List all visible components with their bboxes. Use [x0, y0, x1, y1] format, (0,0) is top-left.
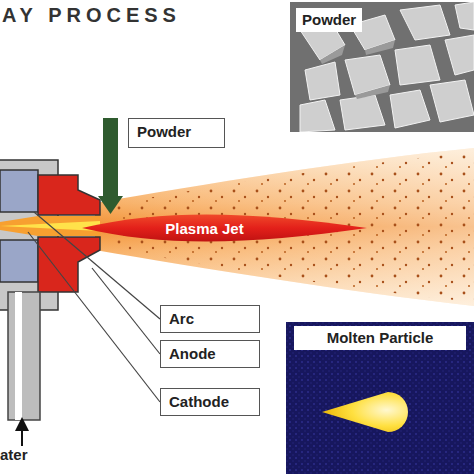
powder-grain	[445, 35, 474, 75]
leader-line	[92, 268, 160, 354]
flow-label: ater	[0, 446, 28, 463]
grain-shadows	[320, 40, 395, 99]
part-name: Anode	[169, 345, 251, 363]
image-inset: Powder	[290, 2, 474, 132]
image-inset: Molten Particle	[286, 322, 474, 474]
jet-label: Plasma Jet	[165, 220, 283, 237]
part-label: Anode	[160, 340, 260, 368]
jet-shape	[82, 214, 367, 241]
insulator-block	[0, 240, 38, 282]
title: AY PROCESS	[2, 4, 181, 27]
part-name: Cathode	[169, 393, 251, 411]
molten-droplet	[322, 392, 408, 432]
part-label: Cathode	[160, 388, 260, 416]
powder-grain	[455, 2, 474, 30]
part-name: Arc	[169, 310, 251, 328]
grain-shadow	[355, 85, 390, 99]
water-arrow	[21, 424, 23, 446]
micrograph-background	[290, 2, 474, 132]
injector-arrowhead	[98, 196, 123, 214]
powder-grain	[305, 62, 340, 100]
powder-grain	[400, 5, 450, 40]
grain-shadow	[365, 40, 395, 55]
inset-caption: Molten Particle	[294, 326, 466, 350]
inset-caption: Powder	[296, 8, 362, 32]
grain-shadow	[320, 45, 345, 64]
powder-grain	[300, 100, 335, 132]
anode-lower	[38, 237, 100, 292]
insulator-block	[0, 170, 38, 212]
powder-injector	[103, 118, 118, 198]
leader-line	[28, 232, 160, 402]
part-name: Powder	[137, 123, 216, 141]
powder-micrograph	[290, 2, 474, 132]
pipe-stripe	[15, 292, 22, 420]
plasma-jet: Plasma Jet	[82, 206, 367, 250]
powder-grain	[390, 90, 430, 128]
particle-image-background	[286, 322, 474, 474]
part-label: Powder	[128, 118, 225, 148]
anode-upper	[38, 175, 100, 215]
cathode-pipe	[8, 292, 40, 420]
powder-grain	[430, 80, 474, 122]
powder-grain	[340, 95, 385, 130]
part-label: Arc	[160, 305, 260, 333]
powder-grain	[395, 45, 440, 85]
